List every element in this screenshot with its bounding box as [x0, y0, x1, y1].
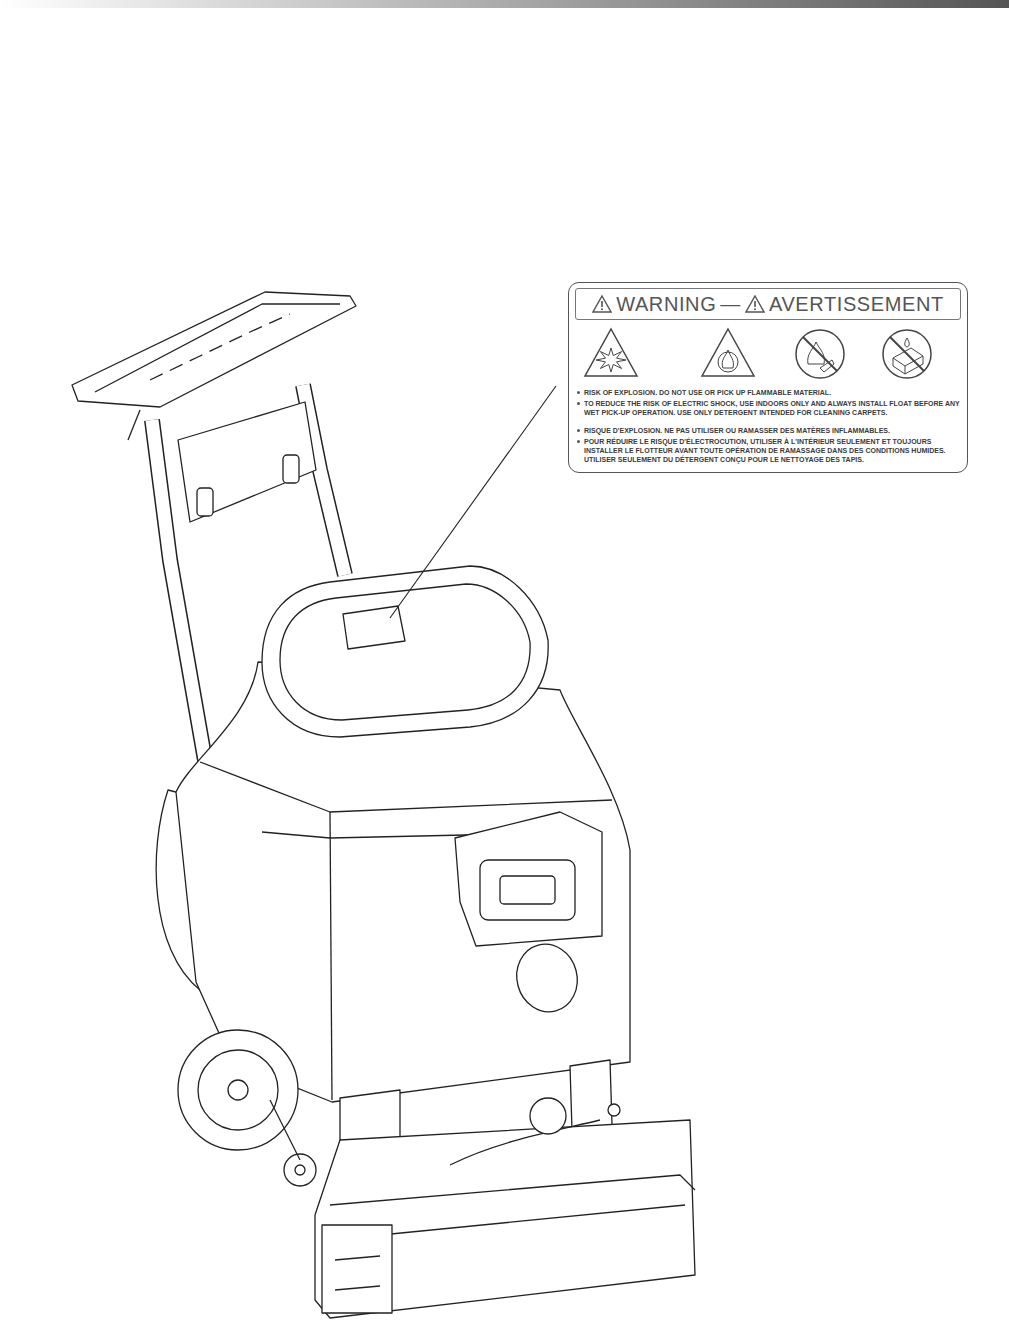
handle-post-fill	[303, 385, 345, 575]
head-slot	[335, 1256, 380, 1260]
wheel-rim	[198, 1050, 278, 1130]
prohibition-slash	[890, 337, 924, 371]
warning-item: RISK OF EXPLOSION. DO NOT USE OR PICK UP…	[575, 388, 961, 397]
caster-hub	[295, 1165, 305, 1175]
control-panel	[150, 314, 290, 380]
head-mount	[570, 1060, 612, 1130]
warning-triangle	[745, 295, 765, 313]
bullet-dot	[577, 440, 580, 443]
label-header: WARNING— AVERTISSEMENT	[575, 288, 961, 320]
exclamation-bar	[601, 301, 603, 307]
hose-fitting	[530, 1098, 566, 1134]
head-side	[322, 1225, 392, 1313]
wheel	[178, 1030, 298, 1150]
hazard-icon	[702, 329, 754, 376]
wheel-arm	[270, 1100, 300, 1160]
warning-text: POUR RÉDUIRE LE RISQUE D'ÉLECTROCUTION, …	[584, 437, 961, 464]
fill-cap-inner	[500, 876, 555, 904]
warning-label: WARNING— AVERTISSEMENT RISK OF EXPLOSION. …	[568, 282, 968, 473]
bullet-dot	[577, 429, 580, 432]
warning-text: RISQUE D'EXPLOSION. NE PAS UTILISER OU R…	[584, 426, 890, 435]
prohibition-circle	[883, 330, 931, 378]
flame-ring	[718, 352, 738, 372]
bullet-dot	[577, 391, 580, 394]
warning-heading: AVERTISSEMENT	[769, 293, 944, 316]
handle-post	[303, 385, 345, 575]
fill-cap	[480, 860, 575, 920]
handle-plate	[178, 402, 316, 522]
exclamation-bar	[754, 301, 756, 307]
bullet-dot	[577, 402, 580, 405]
warning-text: TO REDUCE THE RISK OF ELECTRIC SHOCK, US…	[584, 399, 961, 417]
warning-item: TO REDUCE THE RISK OF ELECTRIC SHOCK, US…	[575, 399, 961, 417]
hose	[450, 1120, 600, 1165]
drop	[905, 338, 910, 347]
handle-knob	[283, 455, 299, 483]
prohibition-circle	[796, 330, 844, 378]
warning-triangle	[592, 295, 612, 313]
window-oval	[509, 937, 585, 1018]
hazard-icons	[575, 324, 960, 382]
wheel-hub	[228, 1080, 248, 1100]
exclamation-dot	[601, 308, 603, 310]
handle-knob	[197, 488, 213, 516]
label-plate	[343, 606, 405, 649]
warning-heading: WARNING	[616, 293, 716, 316]
cable-hook	[128, 410, 140, 440]
hazard-icon	[585, 329, 637, 376]
triangle-outline	[593, 296, 611, 312]
warning-text: RISK OF EXPLOSION. DO NOT USE OR PICK UP…	[584, 388, 831, 397]
label-body: RISK OF EXPLOSION. DO NOT USE OR PICK UP…	[575, 388, 961, 464]
flame	[722, 350, 733, 368]
prohibition-slash	[803, 337, 837, 371]
warning-item: RISQUE D'EXPLOSION. NE PAS UTILISER OU R…	[575, 426, 961, 435]
fill-port	[455, 812, 602, 946]
handle-grip	[72, 292, 356, 407]
exclamation-dot	[754, 308, 756, 310]
leader-line	[390, 386, 556, 618]
container	[893, 348, 923, 374]
header-bar	[0, 0, 1009, 8]
hazard-icon	[796, 330, 844, 378]
grip-edge	[95, 304, 340, 392]
warning-item: POUR RÉDUIRE LE RISQUE D'ÉLECTROCUTION, …	[575, 437, 961, 464]
body-seam	[200, 762, 612, 812]
cleaning-head	[315, 1120, 695, 1318]
valve	[608, 1104, 620, 1116]
warning-heading: —	[720, 293, 741, 316]
head-slot	[335, 1286, 380, 1290]
triangle-outline	[746, 296, 764, 312]
tank-lid	[262, 566, 548, 737]
lid-rim	[280, 584, 530, 720]
hazard-triangle	[585, 329, 637, 376]
hazard-icon	[883, 330, 931, 378]
explosion-burst	[596, 348, 626, 372]
body-edge	[330, 812, 332, 1100]
head-edge	[330, 1175, 695, 1205]
hazard-triangle	[702, 329, 754, 376]
